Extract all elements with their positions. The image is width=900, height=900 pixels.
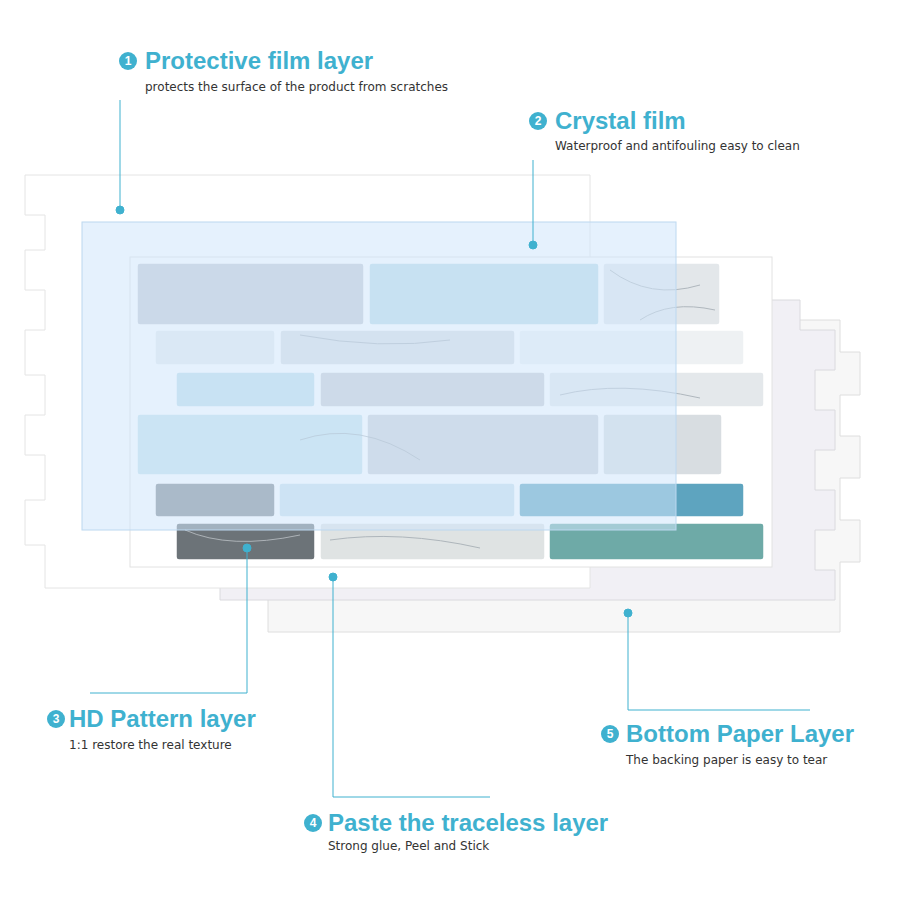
layer-heading: Crystal film: [555, 107, 686, 135]
callout-number: 2: [529, 112, 547, 130]
leader-lines: [90, 100, 810, 797]
layer-heading: HD Pattern layer: [69, 705, 256, 733]
layer-description: protects the surface of the product from…: [145, 79, 448, 95]
layer-description: 1:1 restore the real texture: [69, 737, 232, 753]
layer-heading: Paste the traceless layer: [328, 809, 608, 837]
callout-number: 5: [601, 725, 619, 743]
callout-number: 4: [304, 814, 322, 832]
layer-description: The backing paper is easy to tear: [626, 752, 827, 768]
layer-heading: Protective film layer: [145, 47, 373, 75]
layer-description: Strong glue, Peel and Stick: [328, 838, 489, 854]
callout-number: 3: [47, 710, 65, 728]
callout-number: 1: [119, 52, 137, 70]
crystal-film: [82, 222, 676, 530]
layer-description: Waterproof and antifouling easy to clean: [555, 138, 800, 154]
layer-heading: Bottom Paper Layer: [626, 720, 854, 748]
